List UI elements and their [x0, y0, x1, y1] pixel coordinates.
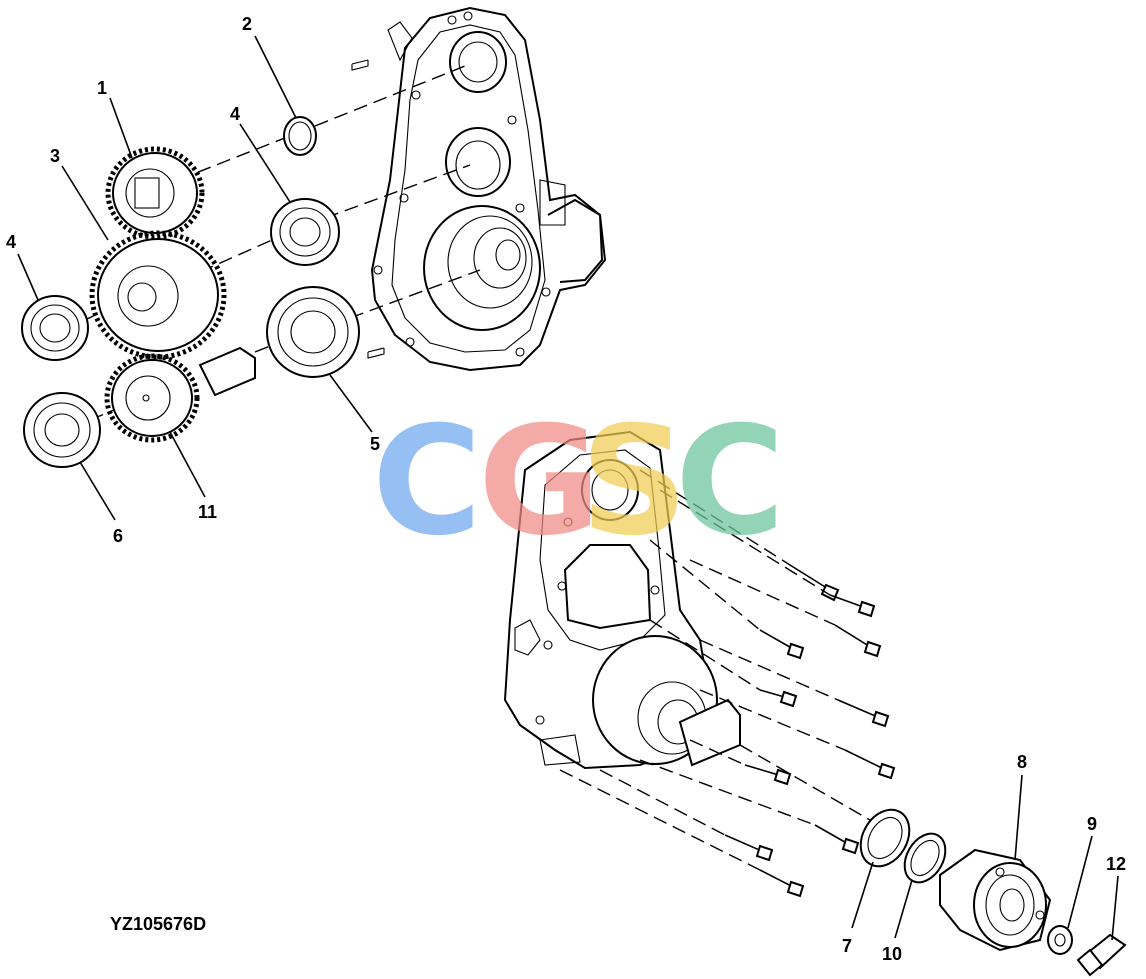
watermark-letter-g: G	[478, 395, 601, 569]
watermark-letter-s: S	[580, 395, 688, 569]
seal-part-7	[859, 808, 911, 868]
washer-part-9	[1047, 925, 1073, 955]
shaft-gear-part-11	[104, 346, 256, 443]
callout-1: 1	[97, 78, 107, 98]
callout-10: 10	[882, 944, 902, 964]
watermark-letter-c1: C	[372, 395, 482, 569]
mounting-bolts	[559, 469, 896, 898]
snap-ring-part-2	[283, 116, 317, 156]
figure-id: YZ105676D	[110, 914, 206, 934]
callout-6: 6	[113, 526, 123, 546]
callout-4-left: 4	[6, 232, 16, 252]
bearing-part-5	[266, 286, 360, 378]
bearing-part-4-middle	[270, 198, 340, 266]
large-gear-part-3	[89, 230, 227, 360]
bolt-part-12	[1076, 933, 1127, 977]
callout-3: 3	[50, 146, 60, 166]
bearing-part-6	[23, 392, 101, 468]
callout-9: 9	[1087, 814, 1097, 834]
small-gear-part-1	[105, 146, 205, 240]
lower-gear-case	[503, 430, 741, 770]
leader-lines	[17, 35, 1119, 941]
callout-5: 5	[370, 434, 380, 454]
flange-part-8	[939, 848, 1052, 952]
callout-2: 2	[242, 14, 252, 34]
callout-labels: 1 2 3 4 4 5 6 11 8 9 12 7 10	[6, 14, 1126, 964]
callout-4-middle: 4	[230, 104, 240, 124]
callout-11: 11	[198, 502, 217, 522]
callout-7: 7	[842, 936, 852, 956]
watermark-letter-c2: C	[675, 395, 785, 569]
callout-8: 8	[1017, 752, 1027, 772]
callout-12: 12	[1106, 854, 1126, 874]
upper-gear-case	[351, 6, 607, 372]
bearing-part-4-left	[21, 295, 89, 361]
watermark: C G S C	[372, 395, 785, 569]
